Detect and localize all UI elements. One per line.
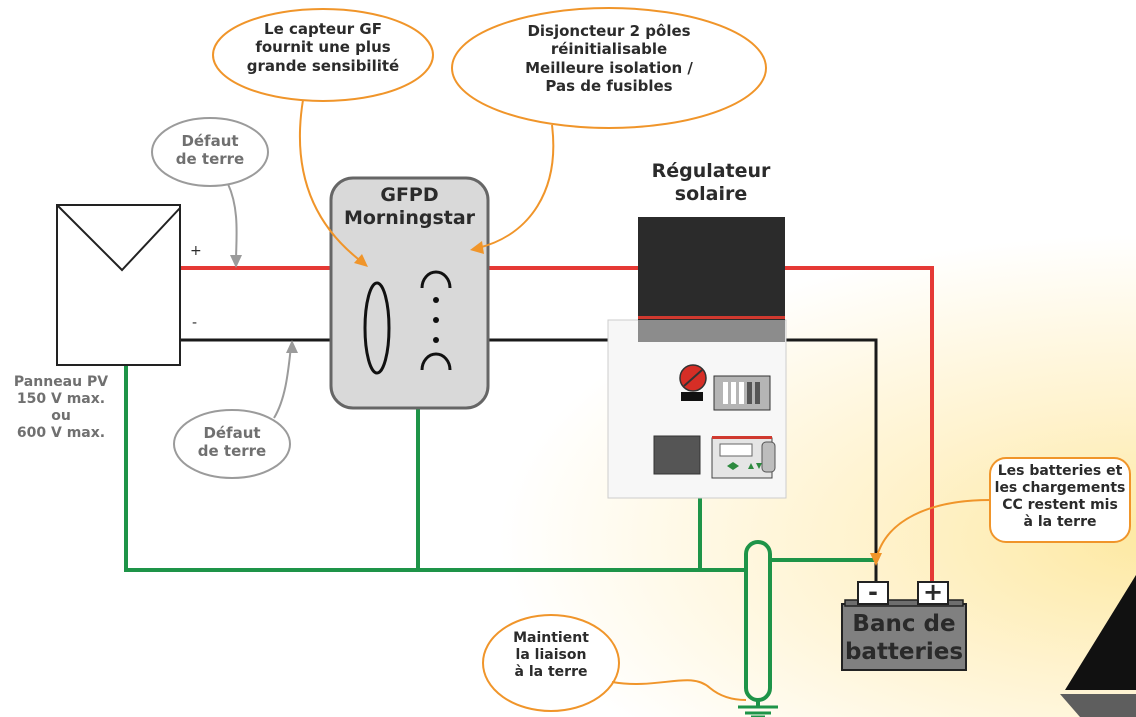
callout-ground-bond-bubble xyxy=(482,614,620,712)
corner-grey-shape xyxy=(1060,694,1136,717)
arrowhead-gf-sensor xyxy=(354,254,368,267)
pv-negative-polarity: - xyxy=(192,315,198,331)
battery-minus-label: - xyxy=(868,578,878,606)
battery-bank xyxy=(841,581,967,671)
gf-sensor-coil-icon xyxy=(363,281,391,375)
pointer-gf-sensor xyxy=(298,99,363,263)
callout-ground-fault-top-bubble xyxy=(151,117,269,187)
pointer-breaker xyxy=(477,124,555,249)
pv-panel-icon xyxy=(56,204,181,366)
gfpd-device xyxy=(329,176,490,410)
pv-positive-polarity: + xyxy=(190,243,202,259)
battery-plus-terminal xyxy=(917,581,949,605)
pointer-batteries-grounded xyxy=(875,499,991,561)
battery-minus-terminal xyxy=(857,581,889,605)
breaker-knob-icon xyxy=(679,364,707,401)
battery-plus-label: + xyxy=(922,578,944,606)
earth-ground-icon xyxy=(738,705,778,717)
display-meter-icon xyxy=(711,436,776,479)
terminal-block-icon xyxy=(713,375,771,411)
pointer-ground-bond xyxy=(611,679,747,701)
meter-slot xyxy=(653,435,701,475)
callout-breaker-bubble xyxy=(451,7,767,129)
arrowhead-batteries-grounded xyxy=(870,553,882,566)
solar-regulator-device xyxy=(607,217,787,499)
arrowhead-ground-fault-top xyxy=(230,255,242,268)
arrowhead-ground-fault-bottom xyxy=(286,340,298,353)
breaker-icon xyxy=(420,270,452,371)
positive-wiring xyxy=(180,266,934,582)
corner-black-triangle xyxy=(1065,575,1136,690)
callout-gf-sensor-bubble xyxy=(212,8,434,102)
arrowhead-breaker xyxy=(470,241,484,254)
pointer-ground-fault-bottom xyxy=(273,345,292,419)
callout-ground-fault-bottom-bubble xyxy=(173,409,291,479)
pointer-ground-fault-top xyxy=(227,183,238,263)
ground-bond-loop xyxy=(744,540,772,702)
